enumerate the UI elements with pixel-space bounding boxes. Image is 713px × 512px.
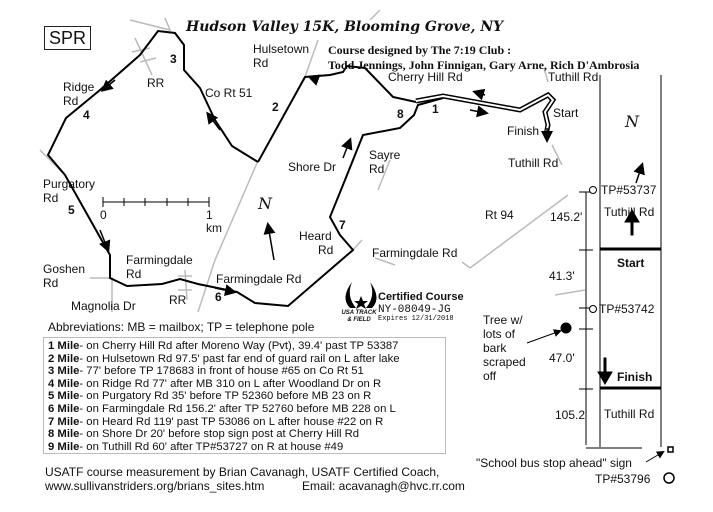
road-shore: Shore Dr xyxy=(288,160,337,174)
detail-tree-1: Tree w/ xyxy=(483,313,523,327)
road-ridge-rd: Rd xyxy=(63,94,79,108)
mile-item: 6 Mile- on Farmingdale Rd 156.2' after T… xyxy=(48,402,396,415)
road-goshen-rd: Rd xyxy=(43,276,59,290)
road-farmingdale-mid: Farmingdale Rd xyxy=(216,272,302,286)
mile-item: 3 Mile- 77' before TP 178683 in front of… xyxy=(48,365,364,378)
page-title: Hudson Valley 15K, Blooming Grove, NY xyxy=(186,19,504,35)
mile-marker-2: 2 xyxy=(272,100,279,114)
mile-item: 8 Mile- on Shore Dr 20' before stop sign… xyxy=(48,428,360,441)
direction-arrows xyxy=(99,74,645,297)
detail-tree-3: bark xyxy=(483,341,507,355)
road-farmingdale-right: Farmingdale Rd xyxy=(372,246,458,260)
mile-marker-3: 3 xyxy=(170,52,177,66)
credits-line1: Course designed by The 7:19 Club : xyxy=(328,43,512,57)
mile-item: 7 Mile- on Heard Rd 119' past TP 53086 o… xyxy=(48,415,384,428)
road-sayre: Sayre xyxy=(369,148,401,162)
north-icon-detail: N xyxy=(625,112,639,131)
usatf-logo xyxy=(345,282,377,309)
road-hulsetown-rd: Rd xyxy=(253,56,269,70)
footer-credit: USATF course measurement by Brian Cavana… xyxy=(45,465,440,479)
spr-badge: SPR xyxy=(44,26,92,50)
mile-marker-8: 8 xyxy=(397,107,404,121)
detail-tree-5: off xyxy=(483,369,497,383)
road-rr-top: RR xyxy=(147,76,165,90)
label-finish: Finish xyxy=(507,124,540,138)
cert-code: NY-08049-JG xyxy=(378,304,451,316)
mile-marker-6: 6 xyxy=(215,290,222,304)
road-goshen: Goshen xyxy=(43,262,86,276)
detail-bus-sign: "School bus stop ahead" sign xyxy=(476,456,632,470)
detail-diagram xyxy=(526,75,675,484)
mile-marker-7: 7 xyxy=(339,218,346,232)
detail-dist-2: 41.3' xyxy=(549,269,575,283)
detail-dist-4: 105.2' xyxy=(555,408,588,422)
road-co-rt-51: Co Rt 51 xyxy=(205,86,253,100)
detail-tree-4: scraped xyxy=(483,355,526,369)
road-farmingdale-rd: Rd xyxy=(126,267,142,281)
road-hulsetown: Hulsetown xyxy=(253,42,310,56)
scale-zero: 0 xyxy=(100,208,107,222)
road-purgatory-rd: Rd xyxy=(43,191,59,205)
road-ridge: Ridge xyxy=(63,80,95,94)
gray-roads xyxy=(39,9,586,313)
usatf-logo-text: USA TRACK & FIELD xyxy=(341,310,377,323)
cert-expires: Expires 12/31/2018 xyxy=(378,315,454,323)
road-sayre-rd: Rd xyxy=(369,162,385,176)
scale-bar xyxy=(102,197,210,207)
footer-email[interactable]: Email: acavanagh@hvc.rr.com xyxy=(302,479,465,493)
detail-tp1: TP#53737 xyxy=(601,183,657,197)
road-tuthill: Tuthill Rd xyxy=(548,70,599,84)
detail-tp2: TP#53742 xyxy=(599,302,655,316)
road-purgatory: Purgatory xyxy=(43,177,96,191)
detail-dist-1: 145.2' xyxy=(550,210,583,224)
detail-tuthill-bottom: Tuthill Rd xyxy=(604,407,655,421)
mile-item: 2 Mile- on Hulsetown Rd 97.5' past far e… xyxy=(48,352,400,365)
mile-item: 5 Mile- on Purgatory Rd 35' before TP 52… xyxy=(48,390,372,403)
detail-dist-3: 47.0' xyxy=(549,351,575,365)
abbreviations: Abbreviations: MB = mailbox; TP = teleph… xyxy=(48,320,315,334)
course-route xyxy=(46,29,444,308)
mile-marker-5: 5 xyxy=(68,203,75,217)
north-icon: N xyxy=(258,194,272,213)
mile-marker-4: 4 xyxy=(83,108,90,122)
mile-list: 1 Mile- on Cherry Hill Rd after Moreno W… xyxy=(43,337,446,454)
detail-tp3: TP#53796 xyxy=(595,472,651,486)
mile-marker-1: 1 xyxy=(432,102,439,116)
road-magnolia: Magnolia Dr xyxy=(71,299,136,313)
detail-tuthill-top: Tuthill Rd xyxy=(604,205,655,219)
footer-url[interactable]: www.sullivanstriders.org/brians_sites.ht… xyxy=(45,479,265,493)
detail-start: Start xyxy=(617,256,645,270)
detail-finish: Finish xyxy=(617,370,653,384)
detail-tree-2: lots of xyxy=(483,327,516,341)
road-cherry-hill: Cherry Hill Rd xyxy=(388,70,463,84)
scale-one: 1 xyxy=(206,208,213,222)
road-farmingdale: Farmingdale xyxy=(126,253,193,267)
road-heard-rd: Rd xyxy=(318,243,334,257)
road-tuthill-2: Tuthill Rd xyxy=(508,156,559,170)
cert-title: Certified Course xyxy=(378,291,464,303)
mile-item: 1 Mile- on Cherry Hill Rd after Moreno W… xyxy=(48,340,399,352)
road-rt94: Rt 94 xyxy=(485,208,514,222)
credits-line2: Todd Jennings, John Finnigan, Gary Arne,… xyxy=(328,58,640,72)
scale-unit: km xyxy=(206,221,222,235)
road-rr-bottom: RR xyxy=(169,293,187,307)
road-heard: Heard xyxy=(299,229,332,243)
mile-item: 9 Mile- on Tuthill Rd 60' after TP#53727… xyxy=(48,440,344,453)
label-start: Start xyxy=(553,106,579,120)
mile-item: 4 Mile- on Ridge Rd 77' after MB 310 on … xyxy=(48,377,382,390)
